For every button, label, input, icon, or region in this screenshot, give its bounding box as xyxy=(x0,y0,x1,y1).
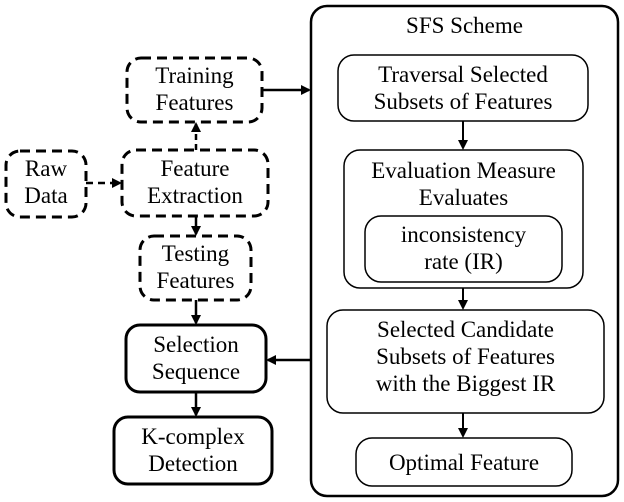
selection-sequence-line-1: Selection xyxy=(153,332,239,357)
raw-data-box xyxy=(4,149,88,219)
feature-extraction-line-2: Extraction xyxy=(147,183,243,208)
k-complex-detection-line-1: K-complex xyxy=(141,424,245,449)
optimal-feature-label: Optimal Feature xyxy=(356,449,572,476)
feature-extraction-line-1: Feature xyxy=(160,156,230,181)
inconsistency-line-2: rate (IR) xyxy=(424,249,503,274)
selected-candidate-line-2: Subsets of Features xyxy=(376,344,555,369)
training-features-label: Training Features xyxy=(127,62,262,116)
k-complex-detection-line-2: Detection xyxy=(148,451,238,476)
sfs-scheme-title: SFS Scheme xyxy=(406,13,523,38)
selected-candidate-line-3: with the Biggest IR xyxy=(375,371,556,396)
optimal-feature-box xyxy=(355,437,573,487)
testing-features-line-1: Testing xyxy=(161,241,230,266)
k-complex-detection-label: K-complex Detection xyxy=(114,423,272,477)
evaluation-line-1: Evaluation Measure xyxy=(371,158,556,183)
raw-data-line-1: Raw xyxy=(24,156,68,181)
selected-candidate-line-1: Selected Candidate xyxy=(377,317,554,342)
traversal-label: Traversal Selected Subsets of Features xyxy=(338,61,588,115)
testing-features-line-2: Features xyxy=(156,268,235,293)
evaluation-label: Evaluation Measure Evaluates xyxy=(344,157,583,211)
inconsistency-line-1: inconsistency xyxy=(400,222,527,247)
evaluation-line-2: Evaluates xyxy=(418,185,509,210)
selected-candidate-box xyxy=(326,309,605,414)
selected-candidate-label: Selected Candidate Subsets of Features w… xyxy=(327,316,604,397)
traversal-line-1: Traversal Selected xyxy=(378,62,548,87)
traversal-line-2: Subsets of Features xyxy=(373,89,553,114)
testing-features-box xyxy=(138,234,253,302)
k-complex-detection-box xyxy=(112,415,274,486)
inconsistency-label: inconsistency rate (IR) xyxy=(365,221,562,275)
selection-sequence-label: Selection Sequence xyxy=(126,331,266,385)
raw-data-label: Raw Data xyxy=(6,155,86,209)
training-features-line-2: Features xyxy=(155,90,234,115)
optimal-feature-line-1: Optimal Feature xyxy=(388,450,540,475)
inconsistency-box xyxy=(364,215,563,283)
feature-extraction-label: Feature Extraction xyxy=(122,155,268,209)
selection-sequence-line-2: Sequence xyxy=(151,359,241,384)
raw-data-line-2: Data xyxy=(24,183,68,208)
sfs-scheme-container xyxy=(309,4,620,498)
testing-features-label: Testing Features xyxy=(140,240,251,294)
training-features-line-1: Training xyxy=(155,63,234,88)
